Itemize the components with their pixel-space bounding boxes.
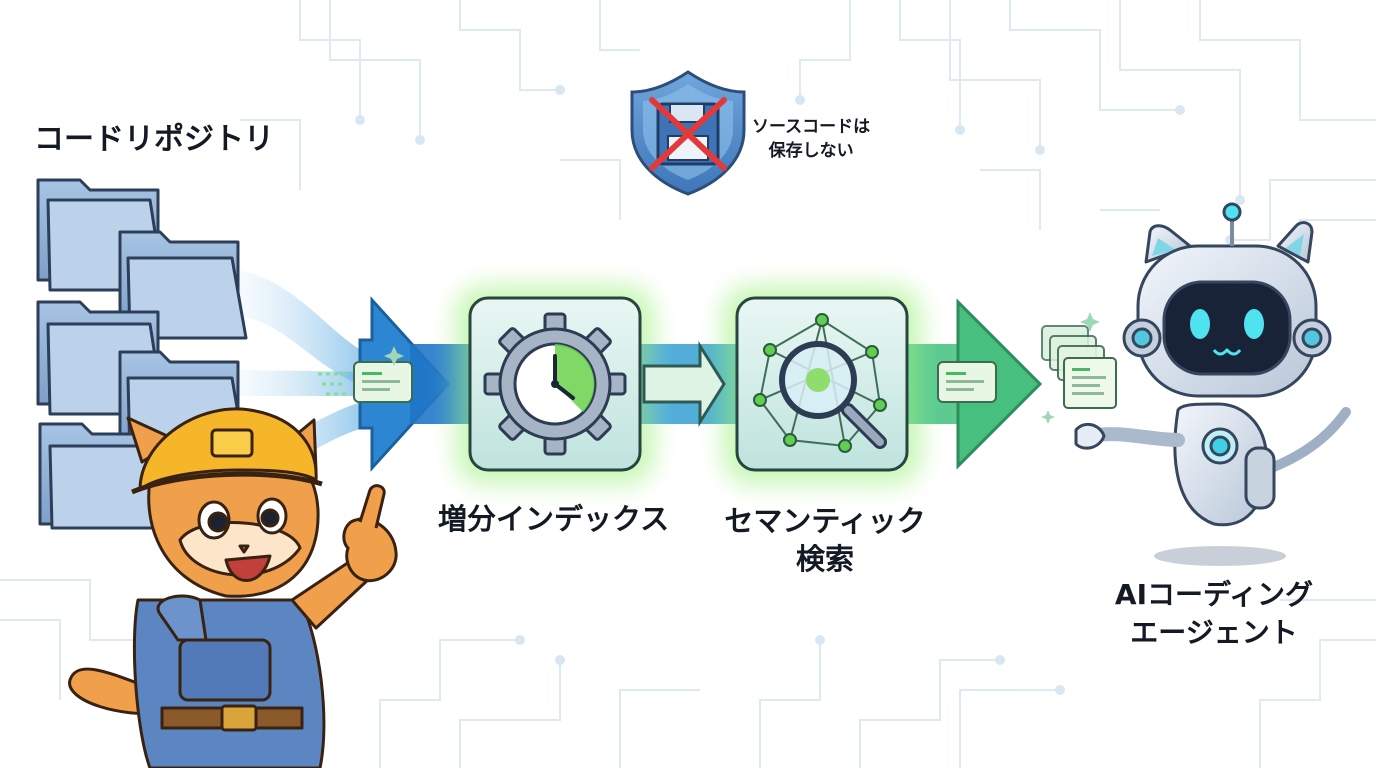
arrow-index-to-search xyxy=(642,340,726,428)
no-store-line-1: ソースコードは xyxy=(752,117,871,137)
ai-agent-label: AIコーディング エージェント xyxy=(1104,576,1324,652)
code-snippet-icon xyxy=(318,361,413,403)
ai-agent-line-1: AIコーディング xyxy=(1114,578,1314,611)
folder-icon xyxy=(36,178,248,530)
cat-worker-mascot xyxy=(68,407,398,768)
robot-cat-icon xyxy=(1074,202,1351,566)
shield-icon xyxy=(630,70,746,196)
semantic-search-line-1: セマンティック xyxy=(724,504,926,538)
semantic-search-line-2: 検索 xyxy=(795,542,854,576)
semantic-search-label: セマンティック 検索 xyxy=(722,502,928,578)
incremental-index-label: 増分インデックス xyxy=(438,502,670,536)
code-snippet-icon xyxy=(937,361,997,403)
floppy-disk-crossed-icon xyxy=(649,97,727,171)
sparkle-decor xyxy=(384,312,1100,424)
no-store-line-2: 保存しない xyxy=(768,141,854,161)
code-snippet-icon xyxy=(1041,325,1117,409)
network-magnifier-icon xyxy=(735,296,909,472)
gear-clock-icon xyxy=(468,296,642,472)
repository-label: コードリポジトリ xyxy=(34,122,274,157)
no-store-note: ソースコードは 保存しない xyxy=(752,115,870,163)
ai-agent-line-2: エージェント xyxy=(1130,616,1298,649)
